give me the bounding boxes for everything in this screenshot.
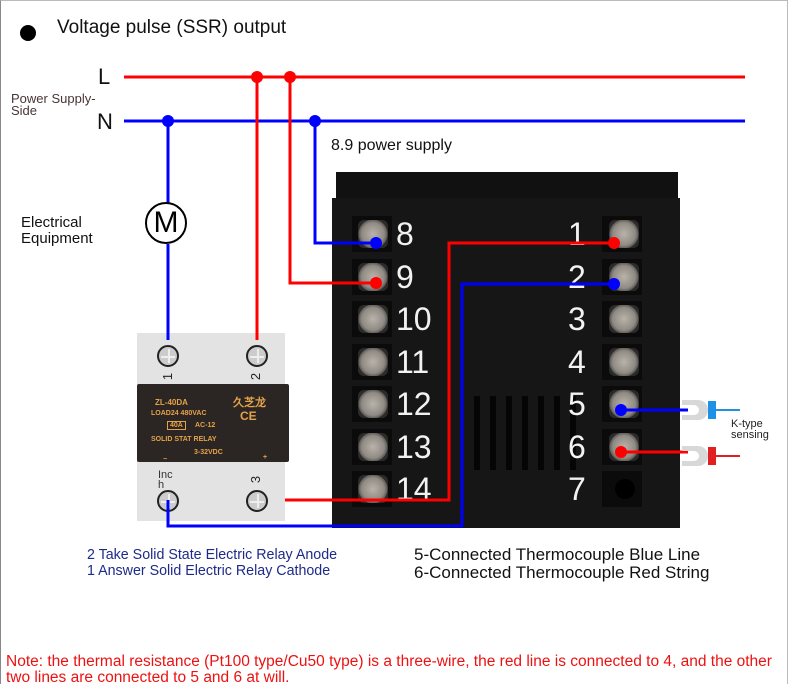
motor-icon: M xyxy=(145,202,187,244)
live-line-label: L xyxy=(98,64,111,89)
ssr-plus: + xyxy=(263,454,268,461)
right-terminal-number: 7 xyxy=(568,471,586,507)
vent-slot xyxy=(506,396,512,470)
terminal-dot xyxy=(615,404,627,416)
diagram-title: Voltage pulse (SSR) output xyxy=(57,17,287,38)
power-supply-side-label: Power Supply-Side xyxy=(11,91,101,118)
ssr-note-anode: 2 Take Solid State Electric Relay Anode xyxy=(87,546,338,563)
terminal-screw-icon xyxy=(358,305,388,333)
neutral-line-label: N xyxy=(97,109,113,134)
vent-slot xyxy=(554,396,560,470)
live-to-terminal-9-wire xyxy=(288,77,376,285)
bullet-icon xyxy=(20,25,36,41)
terminal-screw-icon xyxy=(609,347,639,376)
ssr-load: LOAD24 480VAC xyxy=(151,410,207,417)
vent-slot xyxy=(474,396,480,470)
terminal-screw-icon xyxy=(609,305,639,333)
neutral-to-terminal-8-wire xyxy=(313,121,376,245)
ssr-input-range: 3-32VDC xyxy=(194,449,223,456)
left-terminal-number: 10 xyxy=(396,301,432,337)
thermocouple-note-red: 6-Connected Thermocouple Red String xyxy=(414,563,710,582)
ssr-brand: 久芝龙 xyxy=(233,397,266,409)
sensor-label-text: K-type sensing xyxy=(731,418,769,441)
ssr-minus: − xyxy=(163,456,168,463)
right-terminal-number: 6 xyxy=(568,428,586,465)
junction-dot xyxy=(162,115,174,127)
ssr-model: ZL-40DA xyxy=(155,398,188,407)
power-supply-side-text: Power Supply-Side xyxy=(11,91,96,118)
junction-dot xyxy=(251,71,263,83)
terminal-dot xyxy=(370,277,382,289)
terminal-dot xyxy=(608,278,620,290)
left-terminal-number: 8 xyxy=(396,216,414,252)
vent-slot xyxy=(522,396,528,470)
ssr4-to-terminal-2-wire xyxy=(166,282,614,528)
ssr3-to-terminal-1-wire xyxy=(285,241,614,502)
terminal-screw-icon xyxy=(358,432,388,461)
sensor-label: K-type sensing xyxy=(731,419,781,441)
terminal-dot xyxy=(608,237,620,249)
sensor-red-fork xyxy=(682,446,740,466)
sensor-blue-fork xyxy=(682,400,740,420)
power-supply-label: 8.9 power supply xyxy=(331,137,452,154)
ssr-stray-label: Inc h xyxy=(158,469,173,491)
ssr-terminal-3-screw xyxy=(246,490,268,512)
ssr-terminal-1-screw xyxy=(157,345,179,367)
ssr-label-plate: ZL-40DA 久芝龙 LOAD24 480VAC CE 40A AC-12 S… xyxy=(137,384,289,463)
vent-slot xyxy=(490,396,496,470)
right-terminal-number: 5 xyxy=(568,386,586,422)
left-terminal-number: 13 xyxy=(396,428,432,465)
vent-slot xyxy=(570,396,576,470)
ssr-ac-class: AC-12 xyxy=(195,422,216,429)
terminal-dot xyxy=(615,446,627,458)
motor-symbol: M xyxy=(153,206,179,239)
left-terminal-number: 12 xyxy=(396,386,432,422)
equipment-text: Electrical Equipment xyxy=(21,214,93,247)
ssr-note-cathode: 1 Answer Solid Electric Relay Cathode xyxy=(87,562,331,579)
terminal-screw-icon xyxy=(358,390,388,418)
footer-note: Note: the thermal resistance (Pt100 type… xyxy=(6,653,772,686)
empty-terminal-icon xyxy=(615,479,635,499)
terminal-dot xyxy=(370,237,382,249)
ssr-current: 40A xyxy=(167,421,186,430)
controller-top-housing xyxy=(336,172,678,202)
vent-slot xyxy=(538,396,544,470)
terminal-screw-icon xyxy=(358,347,388,376)
terminal-screw-icon xyxy=(358,475,388,503)
equipment-label: Electrical Equipment xyxy=(21,215,111,247)
junction-dot xyxy=(309,115,321,127)
ssr-type: SOLID STAT RELAY xyxy=(151,436,217,443)
ssr-ce-mark: CE xyxy=(240,409,257,423)
right-terminal-number: 3 xyxy=(568,301,586,337)
ssr-notes: 2 Take Solid State Electric Relay Anode … xyxy=(87,547,337,579)
left-terminal-number: 9 xyxy=(396,258,414,295)
left-terminal-number: 11 xyxy=(396,343,430,380)
ssr-terminal-2-screw xyxy=(246,345,268,367)
right-terminal-number: 4 xyxy=(568,343,586,380)
thermocouple-notes: 5-Connected Thermocouple Blue Line 6-Con… xyxy=(414,546,709,582)
junction-dot xyxy=(284,71,296,83)
thermocouple-note-blue: 5-Connected Thermocouple Blue Line xyxy=(414,545,701,564)
